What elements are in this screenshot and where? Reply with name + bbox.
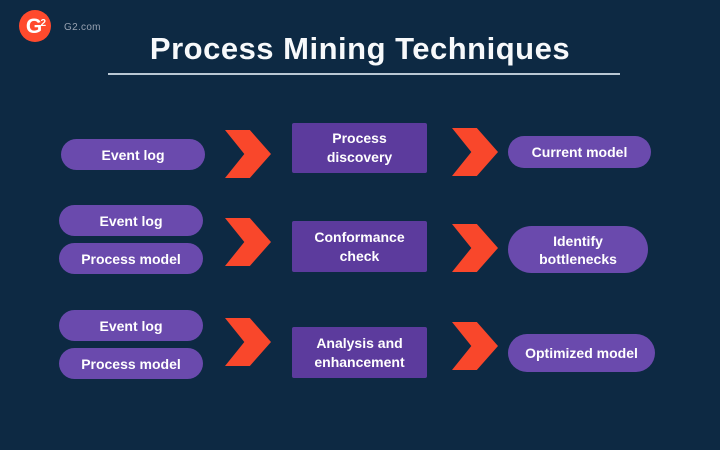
input-pill-process-model: Process model [59, 243, 203, 274]
g2-logo: G 2 [19, 10, 51, 42]
process-box-process-discovery: Process discovery [292, 123, 427, 173]
chevron-right-icon [452, 224, 498, 272]
output-pill-identify-bottlenecks: Identify bottlenecks [508, 226, 648, 273]
output-pill-optimized-model: Optimized model [508, 334, 655, 372]
g2-logo-digit: 2 [40, 18, 46, 29]
chevron-right-icon [225, 318, 271, 366]
title-underline [108, 73, 620, 75]
input-pill-process-model: Process model [59, 348, 203, 379]
site-label: G2.com [64, 22, 101, 33]
page-title: Process Mining Techniques [149, 31, 571, 66]
input-pill-event-log: Event log [59, 310, 203, 341]
process-box-analysis-enhancement: Analysis and enhancement [292, 327, 427, 378]
chevron-right-icon [225, 218, 271, 266]
input-pill-event-log: Event log [61, 139, 205, 170]
input-pill-event-log: Event log [59, 205, 203, 236]
output-pill-current-model: Current model [508, 136, 651, 168]
chevron-right-icon [452, 128, 498, 176]
chevron-right-icon [452, 322, 498, 370]
process-box-conformance-check: Conformance check [292, 221, 427, 272]
g2-logo-letter: G [25, 14, 43, 38]
chevron-right-icon [225, 130, 271, 178]
